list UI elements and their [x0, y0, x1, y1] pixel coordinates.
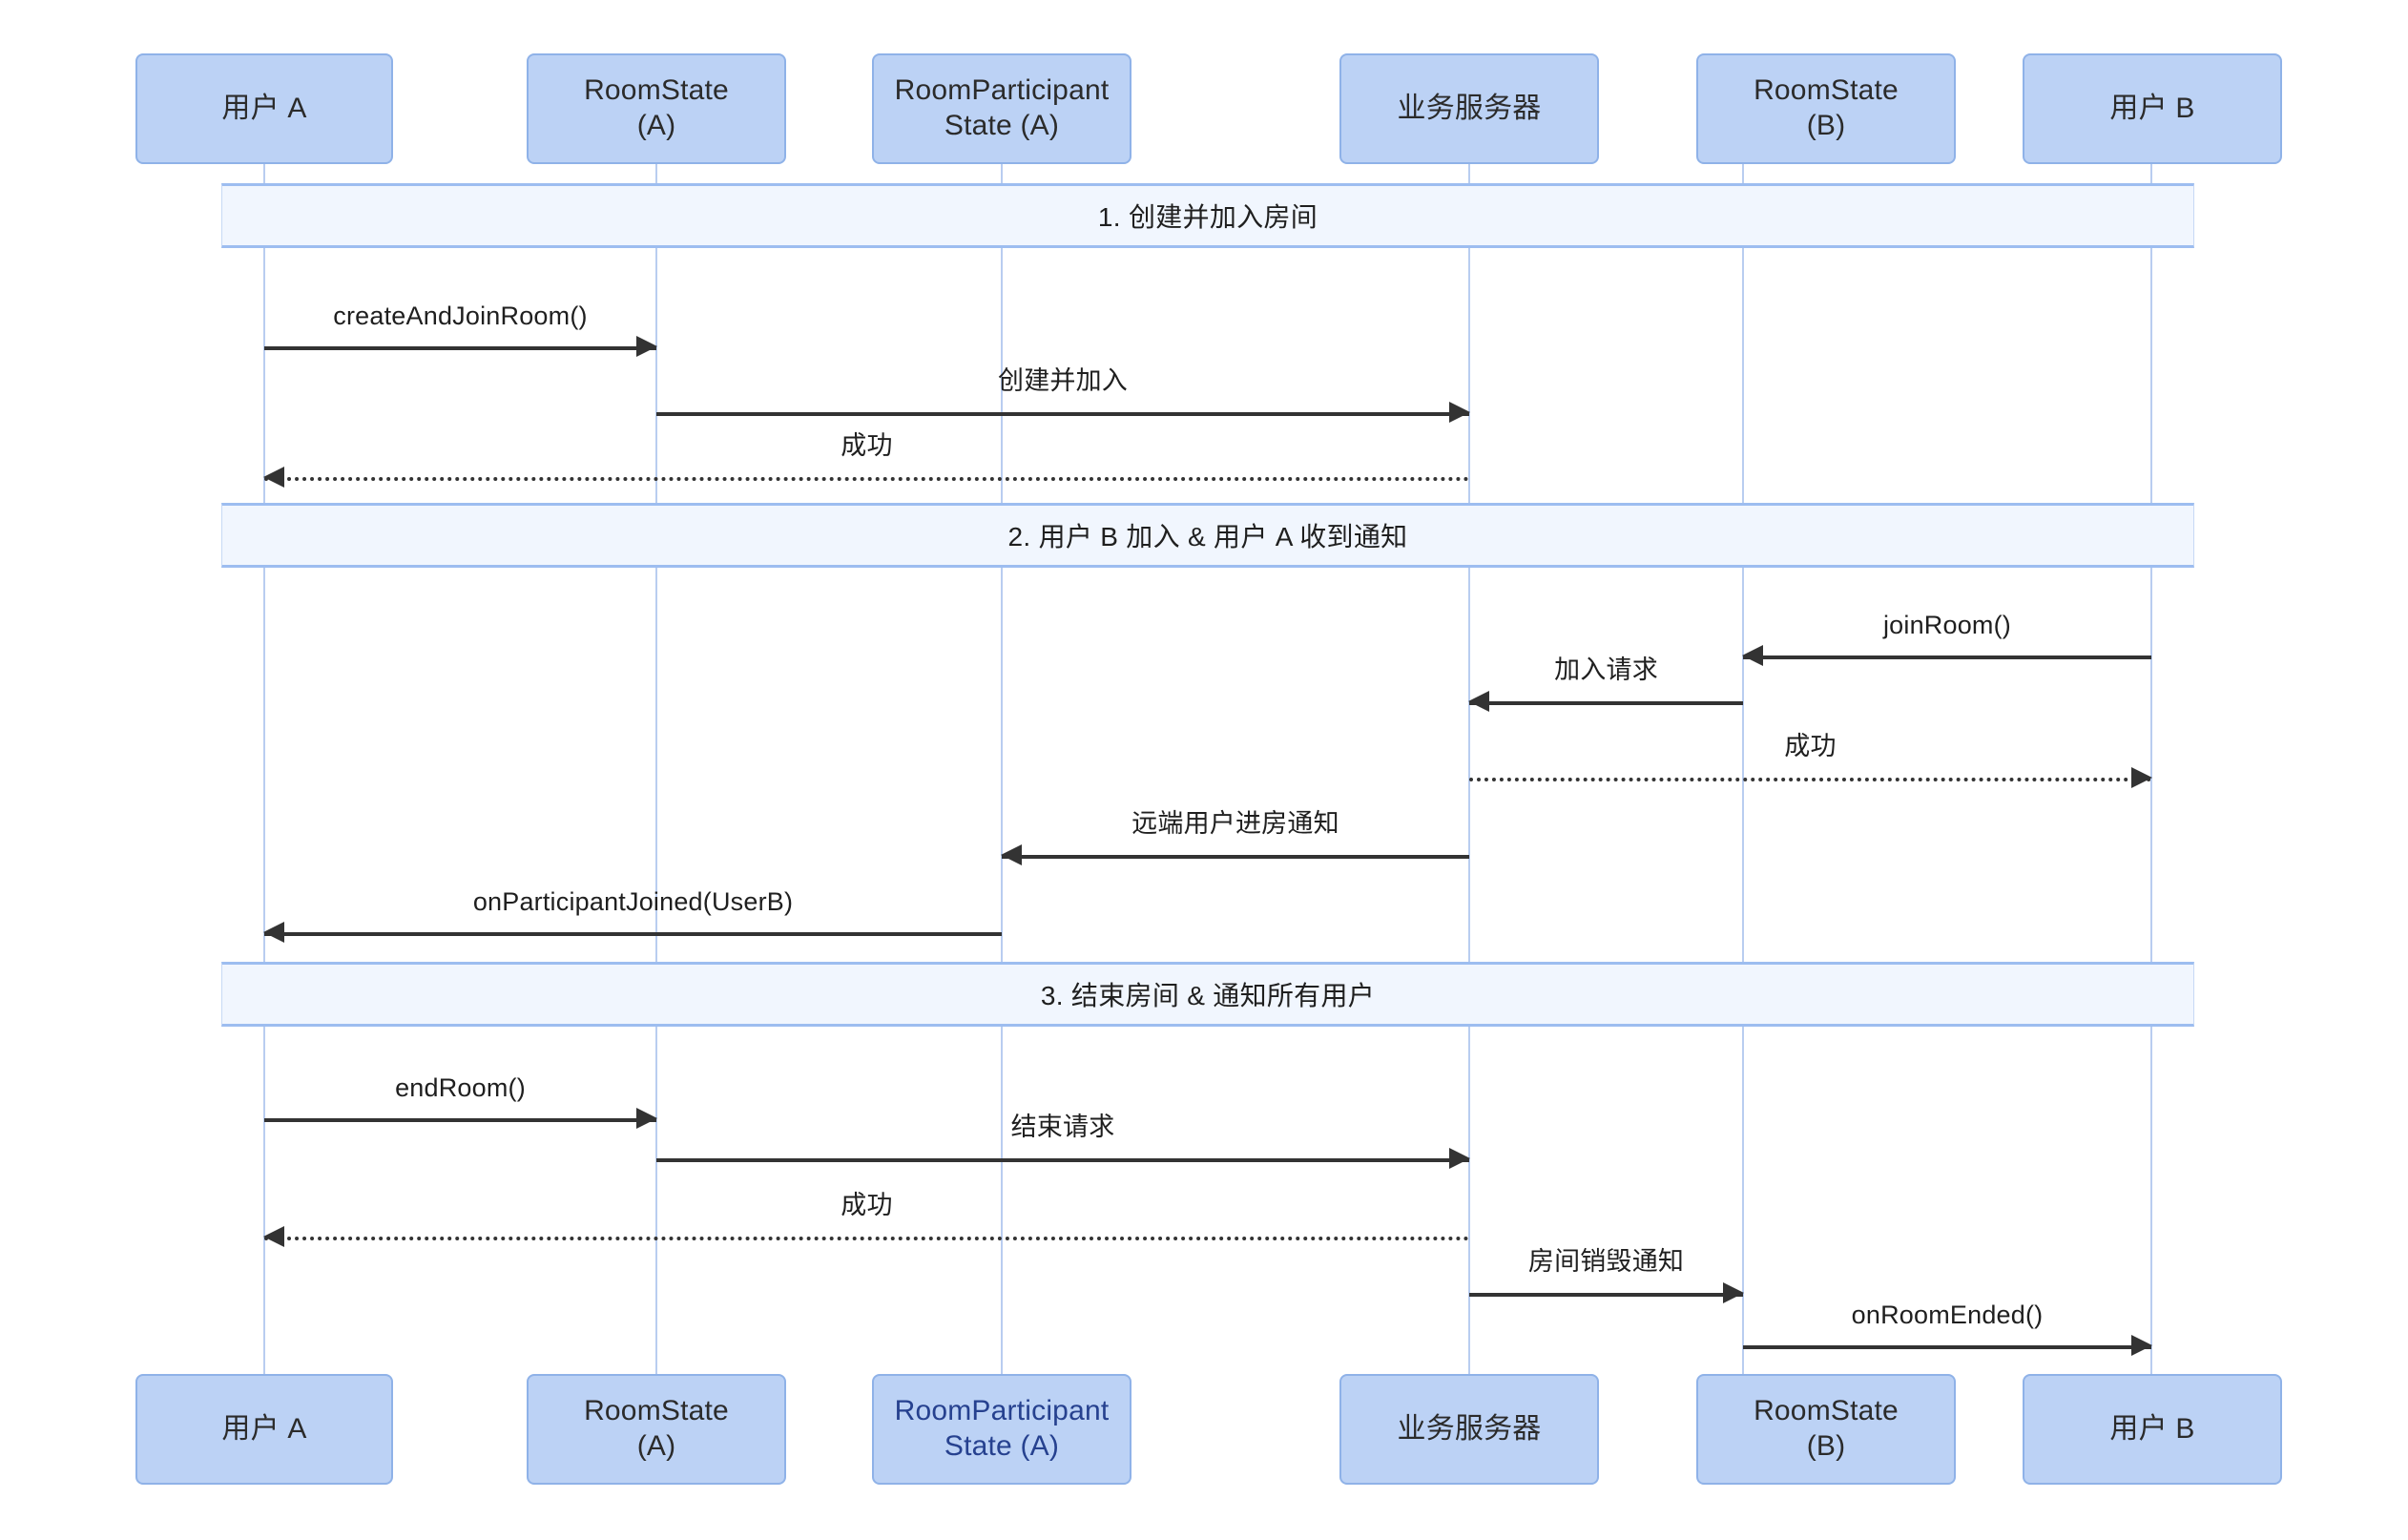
lifeline-rpsA — [1001, 164, 1003, 1374]
participant-label: 业务服务器 — [1397, 1412, 1542, 1445]
participant-bottom-rsB[interactable]: RoomState (B) — [1696, 1374, 1956, 1485]
message-line — [1469, 701, 1743, 705]
participant-label: 业务服务器 — [1397, 92, 1542, 124]
section-band-s2: 2. 用户 B 加入 & 用户 A 收到通知 — [221, 503, 2194, 568]
message-line — [264, 477, 1469, 481]
participant-top-userB[interactable]: 用户 B — [2023, 53, 2282, 164]
participant-label: RoomState (A) — [584, 74, 729, 141]
message-label: 房间销毁通知 — [1527, 1247, 1685, 1276]
participant-label: RoomParticipant State (A) — [894, 1395, 1110, 1462]
arrow-head-icon — [1723, 1282, 1744, 1303]
message-line — [264, 1118, 656, 1122]
message-label: 成功 — [1784, 732, 1837, 760]
section-band-label: 2. 用户 B 加入 & 用户 A 收到通知 — [1007, 522, 1408, 551]
arrow-head-icon — [636, 336, 657, 357]
message-label: endRoom() — [395, 1073, 526, 1102]
participant-label: 用户 A — [221, 92, 307, 124]
participant-bottom-rsA[interactable]: RoomState (A) — [527, 1374, 786, 1485]
message-line — [1469, 1293, 1743, 1297]
message-label: createAndJoinRoom() — [333, 302, 588, 330]
participant-label: 用户 B — [2109, 92, 2195, 124]
message-label: 远端用户进房通知 — [1131, 809, 1339, 838]
message-line — [1743, 1345, 2151, 1349]
arrow-head-icon — [2131, 1335, 2152, 1356]
participant-label: 用户 B — [2109, 1412, 2195, 1445]
participant-label: RoomParticipant State (A) — [894, 74, 1110, 141]
lifeline-rsB — [1742, 164, 1744, 1374]
section-band-label: 3. 结束房间 & 通知所有用户 — [1040, 981, 1376, 1010]
participant-bottom-userA[interactable]: 用户 A — [135, 1374, 393, 1485]
participant-bottom-rpsA[interactable]: RoomParticipant State (A) — [872, 1374, 1131, 1485]
participant-label: RoomState (B) — [1754, 74, 1899, 141]
message-label: 加入请求 — [1554, 656, 1658, 684]
arrow-head-icon — [1468, 691, 1489, 712]
arrow-head-icon — [1449, 402, 1470, 423]
participant-top-server[interactable]: 业务服务器 — [1339, 53, 1599, 164]
message-line — [1002, 855, 1469, 859]
arrow-head-icon — [1449, 1148, 1470, 1169]
arrow-head-icon — [1742, 645, 1763, 666]
participant-label: RoomState (B) — [1754, 1395, 1899, 1462]
arrow-head-icon — [263, 467, 284, 488]
message-label: 结束请求 — [1010, 1113, 1115, 1141]
participant-label: RoomState (A) — [584, 1395, 729, 1462]
message-label: onParticipantJoined(UserB) — [472, 887, 794, 916]
participant-top-rsA[interactable]: RoomState (A) — [527, 53, 786, 164]
arrow-head-icon — [1001, 844, 1022, 865]
participant-label: 用户 A — [221, 1412, 307, 1445]
message-line — [656, 1158, 1469, 1162]
message-label: onRoomEnded() — [1851, 1301, 2044, 1329]
participant-top-userA[interactable]: 用户 A — [135, 53, 393, 164]
arrow-head-icon — [2131, 767, 2152, 788]
section-band-label: 1. 创建并加入房间 — [1097, 202, 1318, 232]
participant-bottom-server[interactable]: 业务服务器 — [1339, 1374, 1599, 1485]
message-label: 成功 — [841, 431, 893, 460]
message-line — [656, 412, 1469, 416]
lifeline-userA — [263, 164, 265, 1374]
participant-top-rsB[interactable]: RoomState (B) — [1696, 53, 1956, 164]
message-line — [1743, 656, 2151, 659]
message-label: 创建并加入 — [998, 366, 1128, 395]
message-line — [264, 932, 1002, 936]
section-band-s1: 1. 创建并加入房间 — [221, 183, 2194, 248]
message-line — [1469, 778, 2151, 781]
lifeline-server — [1468, 164, 1470, 1374]
message-line — [264, 1237, 1469, 1240]
arrow-head-icon — [263, 1226, 284, 1247]
section-band-s3: 3. 结束房间 & 通知所有用户 — [221, 962, 2194, 1027]
lifeline-rsA — [655, 164, 657, 1374]
arrow-head-icon — [636, 1108, 657, 1129]
arrow-head-icon — [263, 922, 284, 943]
message-line — [264, 346, 656, 350]
message-label: joinRoom() — [1882, 611, 2012, 639]
participant-top-rpsA[interactable]: RoomParticipant State (A) — [872, 53, 1131, 164]
message-label: 成功 — [841, 1191, 893, 1219]
participant-bottom-userB[interactable]: 用户 B — [2023, 1374, 2282, 1485]
